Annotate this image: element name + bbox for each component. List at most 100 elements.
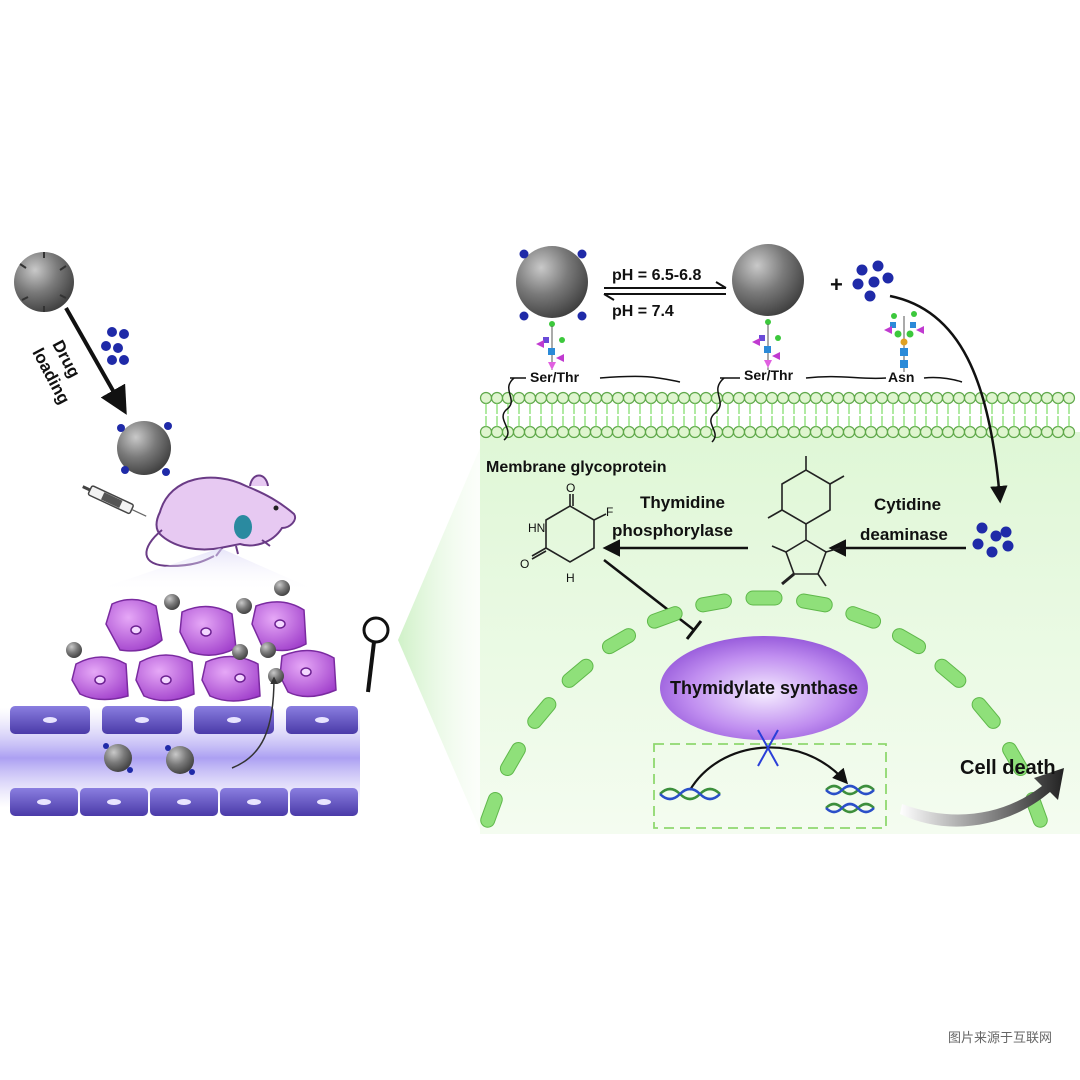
chem-nh-bottom: H <box>566 571 575 585</box>
lipid-head <box>864 425 878 439</box>
lipid-head <box>842 425 856 439</box>
lipid-head <box>721 425 735 439</box>
lipid-head <box>1029 425 1043 439</box>
lipid-head <box>677 391 691 405</box>
lipid-head <box>578 425 592 439</box>
extravasation-arrow <box>231 676 278 769</box>
lipid-head <box>534 391 548 405</box>
lipid-head <box>622 391 636 405</box>
released-drug-molecules <box>852 260 894 302</box>
lipid-head <box>490 425 504 439</box>
circulating-nanoparticles <box>103 743 195 775</box>
lipid-head <box>633 391 647 405</box>
drug-loading-arrow <box>64 307 127 415</box>
transmembrane-domain-1 <box>502 377 515 441</box>
lipid-head <box>820 425 834 439</box>
cell-death-label: Cell death <box>960 757 1056 779</box>
chem-o-top: O <box>566 481 575 495</box>
transmembrane-domain-2 <box>710 377 725 443</box>
lipid-head <box>875 391 889 405</box>
o-glycan-2 <box>752 324 781 370</box>
lipid-head <box>567 425 581 439</box>
fluorouracil-structure: O HN F O H <box>520 481 613 585</box>
lipid-head <box>853 425 867 439</box>
lipid-head <box>523 425 537 439</box>
loaded-nanoparticle <box>117 421 172 476</box>
thymidine-phosphorylase-label-1: Thymidine <box>640 493 725 512</box>
lipid-head <box>963 391 977 405</box>
lipid-head <box>930 391 944 405</box>
lipid-head <box>545 391 559 405</box>
dna-helix-icon <box>659 787 721 801</box>
lipid-head <box>732 391 746 405</box>
tumor-cell <box>251 601 307 652</box>
lipid-head <box>1018 425 1032 439</box>
lipid-head <box>644 391 658 405</box>
lipid-head <box>754 391 768 405</box>
lipid-head <box>710 391 724 405</box>
right-panel: pH = 6.5-6.8 pH = 7.4 + <box>479 244 1080 834</box>
dna-synthesis-arrow <box>689 746 849 791</box>
lipid-head <box>941 425 955 439</box>
thymidine-phosphorylase-label-2: phosphorylase <box>612 521 733 540</box>
zoom-cone <box>398 448 480 830</box>
lipid-head <box>512 425 526 439</box>
nuclear-pore-segment <box>971 697 1001 729</box>
nuclear-pore-segment <box>527 697 557 729</box>
drug-molecules <box>101 327 129 365</box>
lipid-head <box>512 391 526 405</box>
lipid-head <box>633 425 647 439</box>
nuclear-pore-segment <box>745 590 783 606</box>
cytidine-deaminase-label-1: Cytidine <box>874 495 941 514</box>
lipid-head <box>666 425 680 439</box>
lipid-head <box>919 391 933 405</box>
lipid-head <box>897 425 911 439</box>
intracellular-drug <box>972 522 1014 558</box>
lipid-head <box>699 425 713 439</box>
lipid-head <box>556 425 570 439</box>
lipid-head <box>820 391 834 405</box>
cell-death-arrow <box>900 768 1064 827</box>
lipid-head <box>809 425 823 439</box>
lipid-head <box>523 391 537 405</box>
protein-chain-1 <box>510 375 681 383</box>
ph-reverse-label: pH = 7.4 <box>612 303 674 320</box>
lipid-head <box>963 425 977 439</box>
thymidylate-synthase-label: Thymidylate synthase <box>670 678 858 698</box>
lipid-head <box>611 425 625 439</box>
lipid-head <box>886 425 900 439</box>
mouse-icon <box>145 474 296 568</box>
lipid-head <box>699 391 713 405</box>
lipid-head <box>611 391 625 405</box>
lipid-head <box>996 391 1010 405</box>
ph-forward-label: pH = 6.5-6.8 <box>612 267 701 284</box>
lipid-head <box>534 425 548 439</box>
nuclear-pore-segment <box>845 606 882 629</box>
cytoplasm <box>480 432 1080 834</box>
tumor-cell <box>279 649 337 698</box>
endothelium-top <box>10 706 358 734</box>
chem-o-bottom: O <box>520 557 529 571</box>
thymidylate-synthase <box>660 636 868 740</box>
lipid-head <box>622 425 636 439</box>
ph-equilibrium-arrows <box>603 281 727 301</box>
lipid-head <box>908 391 922 405</box>
lipid-head <box>644 425 658 439</box>
lipid-head <box>1051 391 1065 405</box>
lipid-head <box>1018 391 1032 405</box>
lipid-head <box>600 391 614 405</box>
lipid-head <box>952 391 966 405</box>
lipid-head <box>831 391 845 405</box>
lipid-head <box>776 391 790 405</box>
magnifier-icon <box>362 616 390 693</box>
lipid-head <box>655 425 669 439</box>
nuclear-pore-segment <box>891 628 927 655</box>
nuclear-pore-segment <box>796 593 833 613</box>
lipid-head <box>765 391 779 405</box>
tumor-cell <box>201 655 261 702</box>
lipid-head <box>952 425 966 439</box>
nuclear-pore-segment <box>646 606 683 629</box>
lipid-head <box>787 425 801 439</box>
tumor-cell <box>71 656 129 701</box>
